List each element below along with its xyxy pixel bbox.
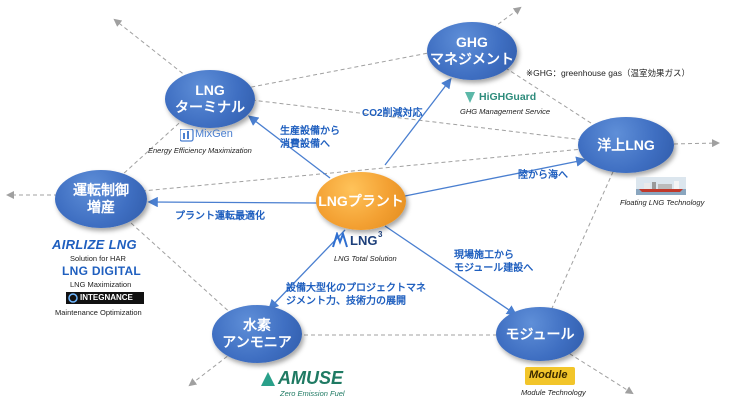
amuse-logo: AMUSE bbox=[260, 368, 356, 390]
airlize-logo: AIRLIZE LNG bbox=[52, 237, 137, 252]
arrow-to-offshore bbox=[404, 156, 587, 197]
arrow-to-ghg bbox=[384, 77, 452, 166]
node-lng-terminal-line1: LNG bbox=[195, 82, 225, 99]
node-ghg: GHG マネジメント bbox=[427, 22, 517, 80]
lng3-logo: LNG 3 bbox=[332, 230, 392, 250]
highguard-logo-text: HiGHGuard bbox=[479, 91, 537, 103]
lng3-logo-text: LNG bbox=[350, 233, 378, 248]
mixgen-caption: Energy Efficiency Maximization bbox=[148, 146, 252, 155]
amuse-logo-text: AMUSE bbox=[278, 368, 344, 388]
label-upsizing: 設備大型化のプロジェクトマネ ジメント力、技術力の展開 bbox=[286, 283, 426, 308]
label-land-to-sea: 陸から海へ bbox=[518, 170, 568, 181]
node-operation-line2: 増産 bbox=[87, 199, 115, 215]
mixgen-logo-text: MixGen bbox=[195, 128, 233, 140]
lng-digital-caption: LNG Maximization bbox=[70, 280, 132, 289]
integnance-logo-text: INTEGNANCE bbox=[80, 293, 133, 302]
label-onsite-line1: 現場施工から bbox=[454, 250, 514, 261]
label-co2: CO2削減対応 bbox=[362, 108, 423, 119]
jmodule-caption: Module Technology bbox=[521, 388, 586, 397]
label-upsizing-line1: 設備大型化のプロジェクトマネ bbox=[286, 283, 426, 294]
arrow-to-terminal bbox=[247, 115, 331, 179]
lng-digital-logo: LNG DIGITAL bbox=[62, 264, 142, 278]
node-operation: 運転制御 増産 bbox=[55, 170, 147, 228]
jmodule-logo-text: Module bbox=[529, 369, 568, 381]
highguard-logo: HiGHGuard bbox=[463, 91, 543, 107]
label-onsite: 現場施工から モジュール建設へ bbox=[454, 250, 533, 275]
jmodule-logo: Module bbox=[525, 367, 575, 385]
node-offshore-lng: 洋上LNG bbox=[578, 117, 674, 173]
arrow-to-hydrogen bbox=[268, 229, 346, 310]
airlize-caption: Solution for HAR bbox=[70, 254, 126, 263]
mixgen-mark-icon bbox=[180, 129, 194, 142]
label-production-line2: 消費設備へ bbox=[280, 138, 330, 150]
label-upsizing-line2: ジメント力、技術力の展開 bbox=[286, 295, 406, 307]
ghg-footnote: ※GHG：greenhouse gas（温室効果ガス） bbox=[526, 68, 690, 78]
integnance-mark-icon bbox=[68, 293, 78, 303]
highguard-caption: GHG Management Service bbox=[460, 107, 551, 116]
label-onsite-line2: モジュール建設へ bbox=[454, 262, 534, 274]
node-ghg-line2: マネジメント bbox=[430, 51, 514, 67]
amuse-mark-icon bbox=[261, 372, 275, 386]
dashed-operation-offshore bbox=[99, 144, 626, 196]
node-lng-plant: LNGプラント bbox=[316, 172, 406, 230]
node-hydrogen-line1: 水素 bbox=[243, 317, 271, 334]
node-operation-line1: 運転制御 bbox=[73, 182, 129, 199]
node-hydrogen: 水素 アンモニア bbox=[212, 305, 302, 363]
dashed-terminal-ghg bbox=[209, 44, 471, 96]
highguard-mark-icon bbox=[465, 92, 475, 103]
lng3-logo-superscript: 3 bbox=[378, 230, 383, 239]
label-optimization: プラント運転最適化 bbox=[175, 211, 265, 222]
node-hydrogen-line2: アンモニア bbox=[222, 334, 292, 350]
node-module-label: モジュール bbox=[505, 325, 575, 342]
flng-ship-image bbox=[636, 177, 686, 195]
node-lng-terminal: LNG ターミナル bbox=[165, 70, 255, 128]
amuse-caption: Zero Emission Fuel bbox=[280, 389, 345, 398]
node-ghg-line1: GHG bbox=[456, 34, 488, 51]
label-production-line1: 生産設備から bbox=[280, 126, 340, 137]
label-production: 生産設備から 消費設備へ bbox=[280, 126, 340, 151]
flng-caption: Floating LNG Technology bbox=[620, 198, 705, 207]
integnance-caption: Maintenance Optimization bbox=[55, 308, 142, 317]
arrow-to-operation bbox=[147, 196, 319, 208]
node-offshore-label: 洋上LNG bbox=[597, 136, 655, 153]
node-lng-plant-label: LNGプラント bbox=[318, 192, 404, 209]
lng3-mark-icon bbox=[332, 232, 348, 248]
lng3-caption: LNG Total Solution bbox=[334, 254, 397, 263]
node-module: モジュール bbox=[496, 307, 584, 361]
integnance-logo: INTEGNANCE bbox=[66, 292, 144, 304]
mixgen-logo: MixGen bbox=[180, 128, 244, 143]
dashed-out-terminal bbox=[113, 18, 211, 96]
arrow-to-module bbox=[384, 225, 518, 316]
node-lng-terminal-line2: ターミナル bbox=[175, 99, 245, 115]
